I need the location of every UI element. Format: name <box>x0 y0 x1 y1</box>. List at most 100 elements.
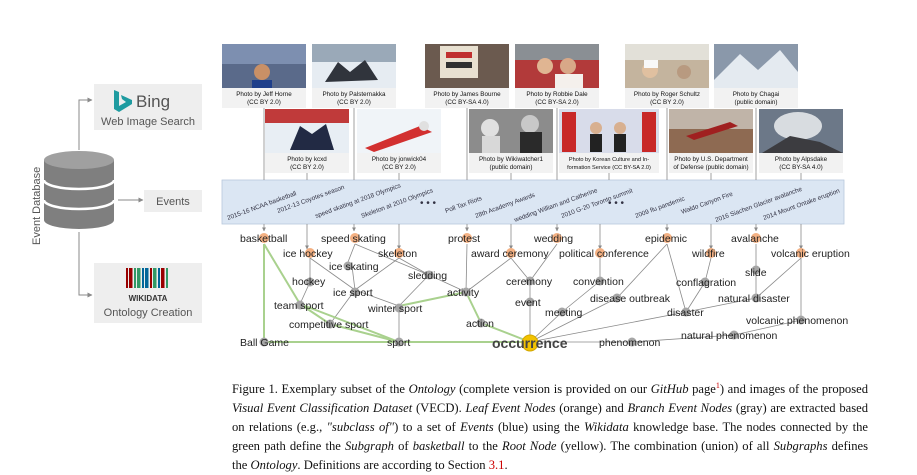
events-label: Events <box>156 196 190 208</box>
branch-node <box>394 303 404 313</box>
node-label-winter-sport: winter sport <box>367 303 422 315</box>
branch-node <box>295 300 305 310</box>
node-label-volcanic-eruption: volcanic eruption <box>771 248 850 260</box>
branch-node <box>476 318 486 328</box>
subgraph-path <box>263 243 531 343</box>
node-label-convention: convention <box>573 276 624 288</box>
photo-license: (CC BY 2.0) <box>247 99 281 106</box>
branch-node <box>751 293 761 303</box>
node-label-disease-outbreak: disease outbreak <box>590 293 671 305</box>
branch-node <box>343 261 353 271</box>
photo-credit: Photo by James Bourne <box>433 91 501 98</box>
leaf-node <box>751 233 761 243</box>
branch-node <box>796 315 806 325</box>
node-label-hockey: hockey <box>292 276 326 288</box>
figure-caption: Figure 1. Exemplary subset of the Ontolo… <box>232 381 869 473</box>
photo-political-conference: Photo by Korean Culture and In- formatio… <box>559 109 659 173</box>
branch-node <box>325 319 335 329</box>
photo-license: (CC BY 2.0) <box>290 164 324 171</box>
wikidata-logo-icon <box>126 268 168 288</box>
node-label-disaster: disaster <box>667 307 704 319</box>
photo-row-bottom: Photo by kcxd (CC BY 2.0) Photo by jonwi… <box>265 109 843 173</box>
photo-credit: Photo by Robbie Dale <box>526 91 588 98</box>
node-label-sport: sport <box>387 337 410 349</box>
photo-award-ceremony: Photo by Wikiwatcher1 (public domain) <box>469 109 553 173</box>
photo-credit: Photo by kcxd <box>287 156 327 163</box>
branch-node <box>557 307 567 317</box>
node-label-ice-hockey: ice hockey <box>283 248 333 260</box>
node-label-skeleton: skeleton <box>378 248 417 260</box>
leaf-node <box>350 233 360 243</box>
photo-license: (CC BY-SA 4.0) <box>779 164 823 171</box>
photo-basketball: Photo by Jeff Horne (CC BY 2.0) <box>222 44 306 108</box>
root-node <box>521 334 539 352</box>
bing-box <box>94 84 202 130</box>
bing-logo-icon <box>114 90 132 112</box>
node-label-basketball: basketball <box>240 233 287 245</box>
photo-license: (CC BY-SA 4.0) <box>445 99 489 106</box>
branch-node <box>259 337 269 347</box>
branch-node <box>751 265 761 275</box>
events-ellipsis: • • • <box>420 198 437 209</box>
photo-volcanic-eruption: Photo by Alpsdake (CC BY-SA 4.0) <box>759 109 843 173</box>
node-label-speed-skating: speed skating <box>321 233 386 245</box>
node-label-conflagration: conflagration <box>676 277 736 289</box>
leaf-node <box>305 248 315 258</box>
node-label-political-conference: political conference <box>559 248 649 260</box>
photo-license: (CC BY 2.0) <box>337 99 371 106</box>
database-icon <box>42 151 116 229</box>
node-label-meeting: meeting <box>545 307 583 319</box>
leaf-node <box>595 248 605 258</box>
branch-node <box>394 337 404 347</box>
photo-epidemic: Photo by Roger Schultz (CC BY 2.0) <box>625 44 709 108</box>
node-label-natural-disaster: natural disaster <box>718 293 790 305</box>
photo-ice-hockey: Photo by kcxd (CC BY 2.0) <box>265 109 349 173</box>
leaf-node <box>506 248 516 258</box>
leaf-node <box>796 248 806 258</box>
node-label-ice-sport: ice sport <box>333 287 373 299</box>
photo-wedding: Photo by Robbie Dale (CC BY-SA 2.0) <box>515 44 599 108</box>
branch-node <box>681 307 691 317</box>
photo-license: (public domain) <box>489 164 532 171</box>
leaf-node <box>552 233 562 243</box>
section-ref-link[interactable]: 3.1 <box>488 458 505 473</box>
node-label-activity: activity <box>447 287 480 299</box>
wikidata-subtitle: Ontology Creation <box>104 307 193 319</box>
node-label-avalanche: avalanche <box>731 233 779 245</box>
branch-node <box>729 330 739 340</box>
node-label-occurrence: occurrence <box>492 335 568 351</box>
photo-protest: Photo by James Bourne (CC BY-SA 4.0) <box>425 44 509 108</box>
leaf-node <box>394 248 404 258</box>
leaf-node <box>462 233 472 243</box>
branch-node <box>595 276 605 286</box>
node-label-slide: slide <box>745 267 767 279</box>
branch-node <box>461 287 471 297</box>
photo-speed-skating: Photo by Palsternakka (CC BY 2.0) <box>312 44 396 108</box>
node-label-volcanic-phenomenon: volcanic phenomenon <box>746 315 848 327</box>
leaf-node <box>259 233 269 243</box>
photo-credit: Photo by U.S. Department <box>674 156 748 163</box>
photo-credit: Photo by Chagai <box>733 91 780 98</box>
event-to-leaf-edges <box>262 224 803 250</box>
branch-node <box>525 297 535 307</box>
photo-row-top: Photo by Jeff Horne (CC BY 2.0) Photo by… <box>222 44 798 108</box>
node-label-phenomenon: phenomenon <box>599 337 660 349</box>
node-label-ball-game: Ball Game <box>240 337 289 349</box>
node-label-event: event <box>515 297 541 309</box>
ontology-nodes <box>259 233 806 352</box>
database-label: Event Database <box>31 167 43 245</box>
photo-avalanche: Photo by Chagai (public domain) <box>714 44 798 108</box>
bing-name: Bing <box>136 92 170 111</box>
photo-license: formation Service (CC BY-SA 2.0) <box>567 165 651 171</box>
photo-license: (public domain) <box>734 99 777 106</box>
wikidata-name: WIKIDATA <box>129 294 168 303</box>
source-panel: Event Database Bing Web Image Search Eve… <box>31 84 202 323</box>
events-box <box>144 190 202 212</box>
branch-node <box>350 287 360 297</box>
node-label-ceremony: ceremony <box>506 276 553 288</box>
photo-wildfire: Photo by U.S. Department of Defense (pub… <box>669 109 753 173</box>
node-label-ice-skating: ice skating <box>329 261 379 273</box>
events-band <box>221 179 845 225</box>
node-label-competitive-sport: competitive sport <box>289 319 368 331</box>
node-label-sledding: sledding <box>408 270 447 282</box>
